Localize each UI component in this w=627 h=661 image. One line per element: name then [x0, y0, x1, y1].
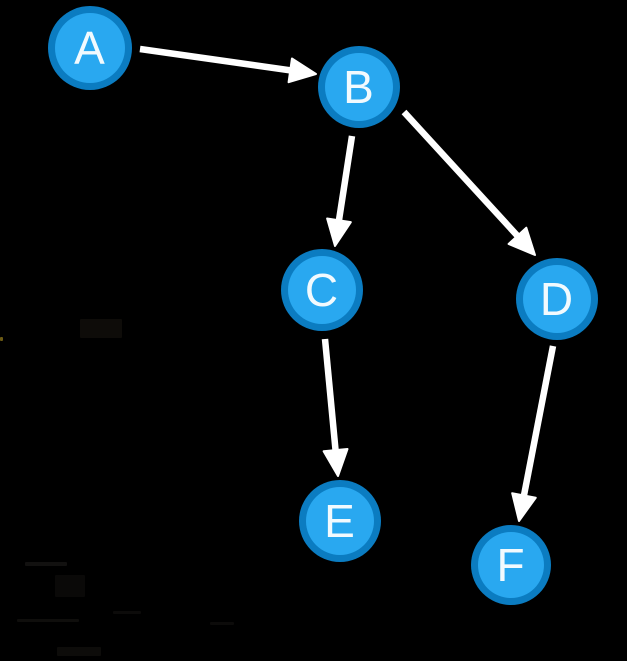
node-label: B — [343, 61, 375, 113]
node-body — [306, 487, 374, 555]
edge-B-D — [401, 109, 536, 256]
edge-D-F — [511, 345, 557, 522]
faint-artifact — [80, 319, 122, 338]
edge-shaft — [139, 45, 293, 74]
edge-B-C — [326, 135, 356, 247]
faint-artifact — [17, 619, 79, 622]
arrowhead-icon — [507, 226, 536, 256]
arrowhead-icon — [322, 447, 349, 477]
faint-artifact — [210, 622, 234, 625]
edge-shaft — [321, 338, 339, 453]
node-C[interactable]: C — [281, 249, 363, 331]
edge-shaft — [401, 109, 522, 240]
node-A[interactable]: A — [48, 6, 132, 90]
edge-A-B — [139, 45, 317, 84]
faint-artifact — [113, 611, 141, 614]
node-body — [523, 265, 591, 333]
node-B[interactable]: B — [318, 46, 400, 128]
node-body — [55, 13, 125, 83]
node-E[interactable]: E — [299, 480, 381, 562]
faint-artifact — [55, 575, 85, 597]
node-label: C — [305, 264, 339, 316]
edge-C-E — [321, 338, 349, 477]
node-body — [288, 256, 356, 324]
arrowhead-icon — [326, 217, 352, 247]
node-F[interactable]: F — [471, 525, 551, 605]
node-body — [325, 53, 393, 121]
faint-artifact — [25, 562, 67, 566]
node-label: E — [324, 495, 356, 547]
node-label: F — [496, 539, 525, 591]
node-label: D — [540, 273, 574, 325]
edge-shaft — [520, 345, 557, 499]
arrowhead-icon — [287, 57, 317, 84]
node-label: A — [74, 22, 106, 74]
edge-shaft — [335, 135, 356, 223]
faint-artifact — [57, 647, 101, 656]
faint-artifact — [0, 337, 3, 341]
node-body — [478, 532, 544, 598]
arrowhead-icon — [511, 492, 537, 522]
node-D[interactable]: D — [516, 258, 598, 340]
